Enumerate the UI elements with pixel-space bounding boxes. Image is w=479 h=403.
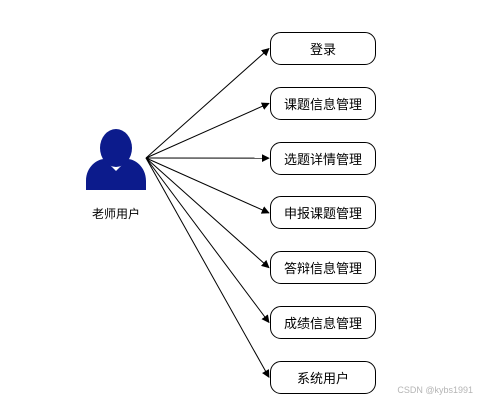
function-box: 选题详情管理 bbox=[270, 141, 376, 175]
function-box: 答辩信息管理 bbox=[270, 251, 376, 285]
user-icon bbox=[86, 129, 146, 190]
association-arrow bbox=[145, 157, 270, 269]
function-box: 系统用户 bbox=[270, 360, 376, 394]
function-box: 课题信息管理 bbox=[270, 86, 376, 120]
edges bbox=[145, 47, 270, 378]
association-arrow bbox=[145, 157, 270, 324]
association-arrow bbox=[145, 157, 270, 378]
watermark: CSDN @kybs1991 bbox=[397, 385, 473, 395]
actor-label: 老师用户 bbox=[92, 207, 141, 221]
function-box: 登录 bbox=[270, 32, 376, 65]
function-label: 答辩信息管理 bbox=[283, 262, 362, 278]
function-label: 选题详情管理 bbox=[283, 152, 362, 168]
function-label: 成绩信息管理 bbox=[283, 317, 362, 332]
association-arrow bbox=[145, 102, 270, 159]
function-box: 申报课题管理 bbox=[270, 196, 376, 230]
function-label: 申报课题管理 bbox=[283, 207, 362, 223]
function-label: 登录 bbox=[309, 43, 336, 58]
function-label: 课题信息管理 bbox=[283, 97, 362, 113]
association-arrow bbox=[145, 157, 270, 214]
function-label: 系统用户 bbox=[296, 371, 349, 387]
association-arrow bbox=[145, 47, 270, 159]
function-box: 成绩信息管理 bbox=[270, 306, 376, 339]
